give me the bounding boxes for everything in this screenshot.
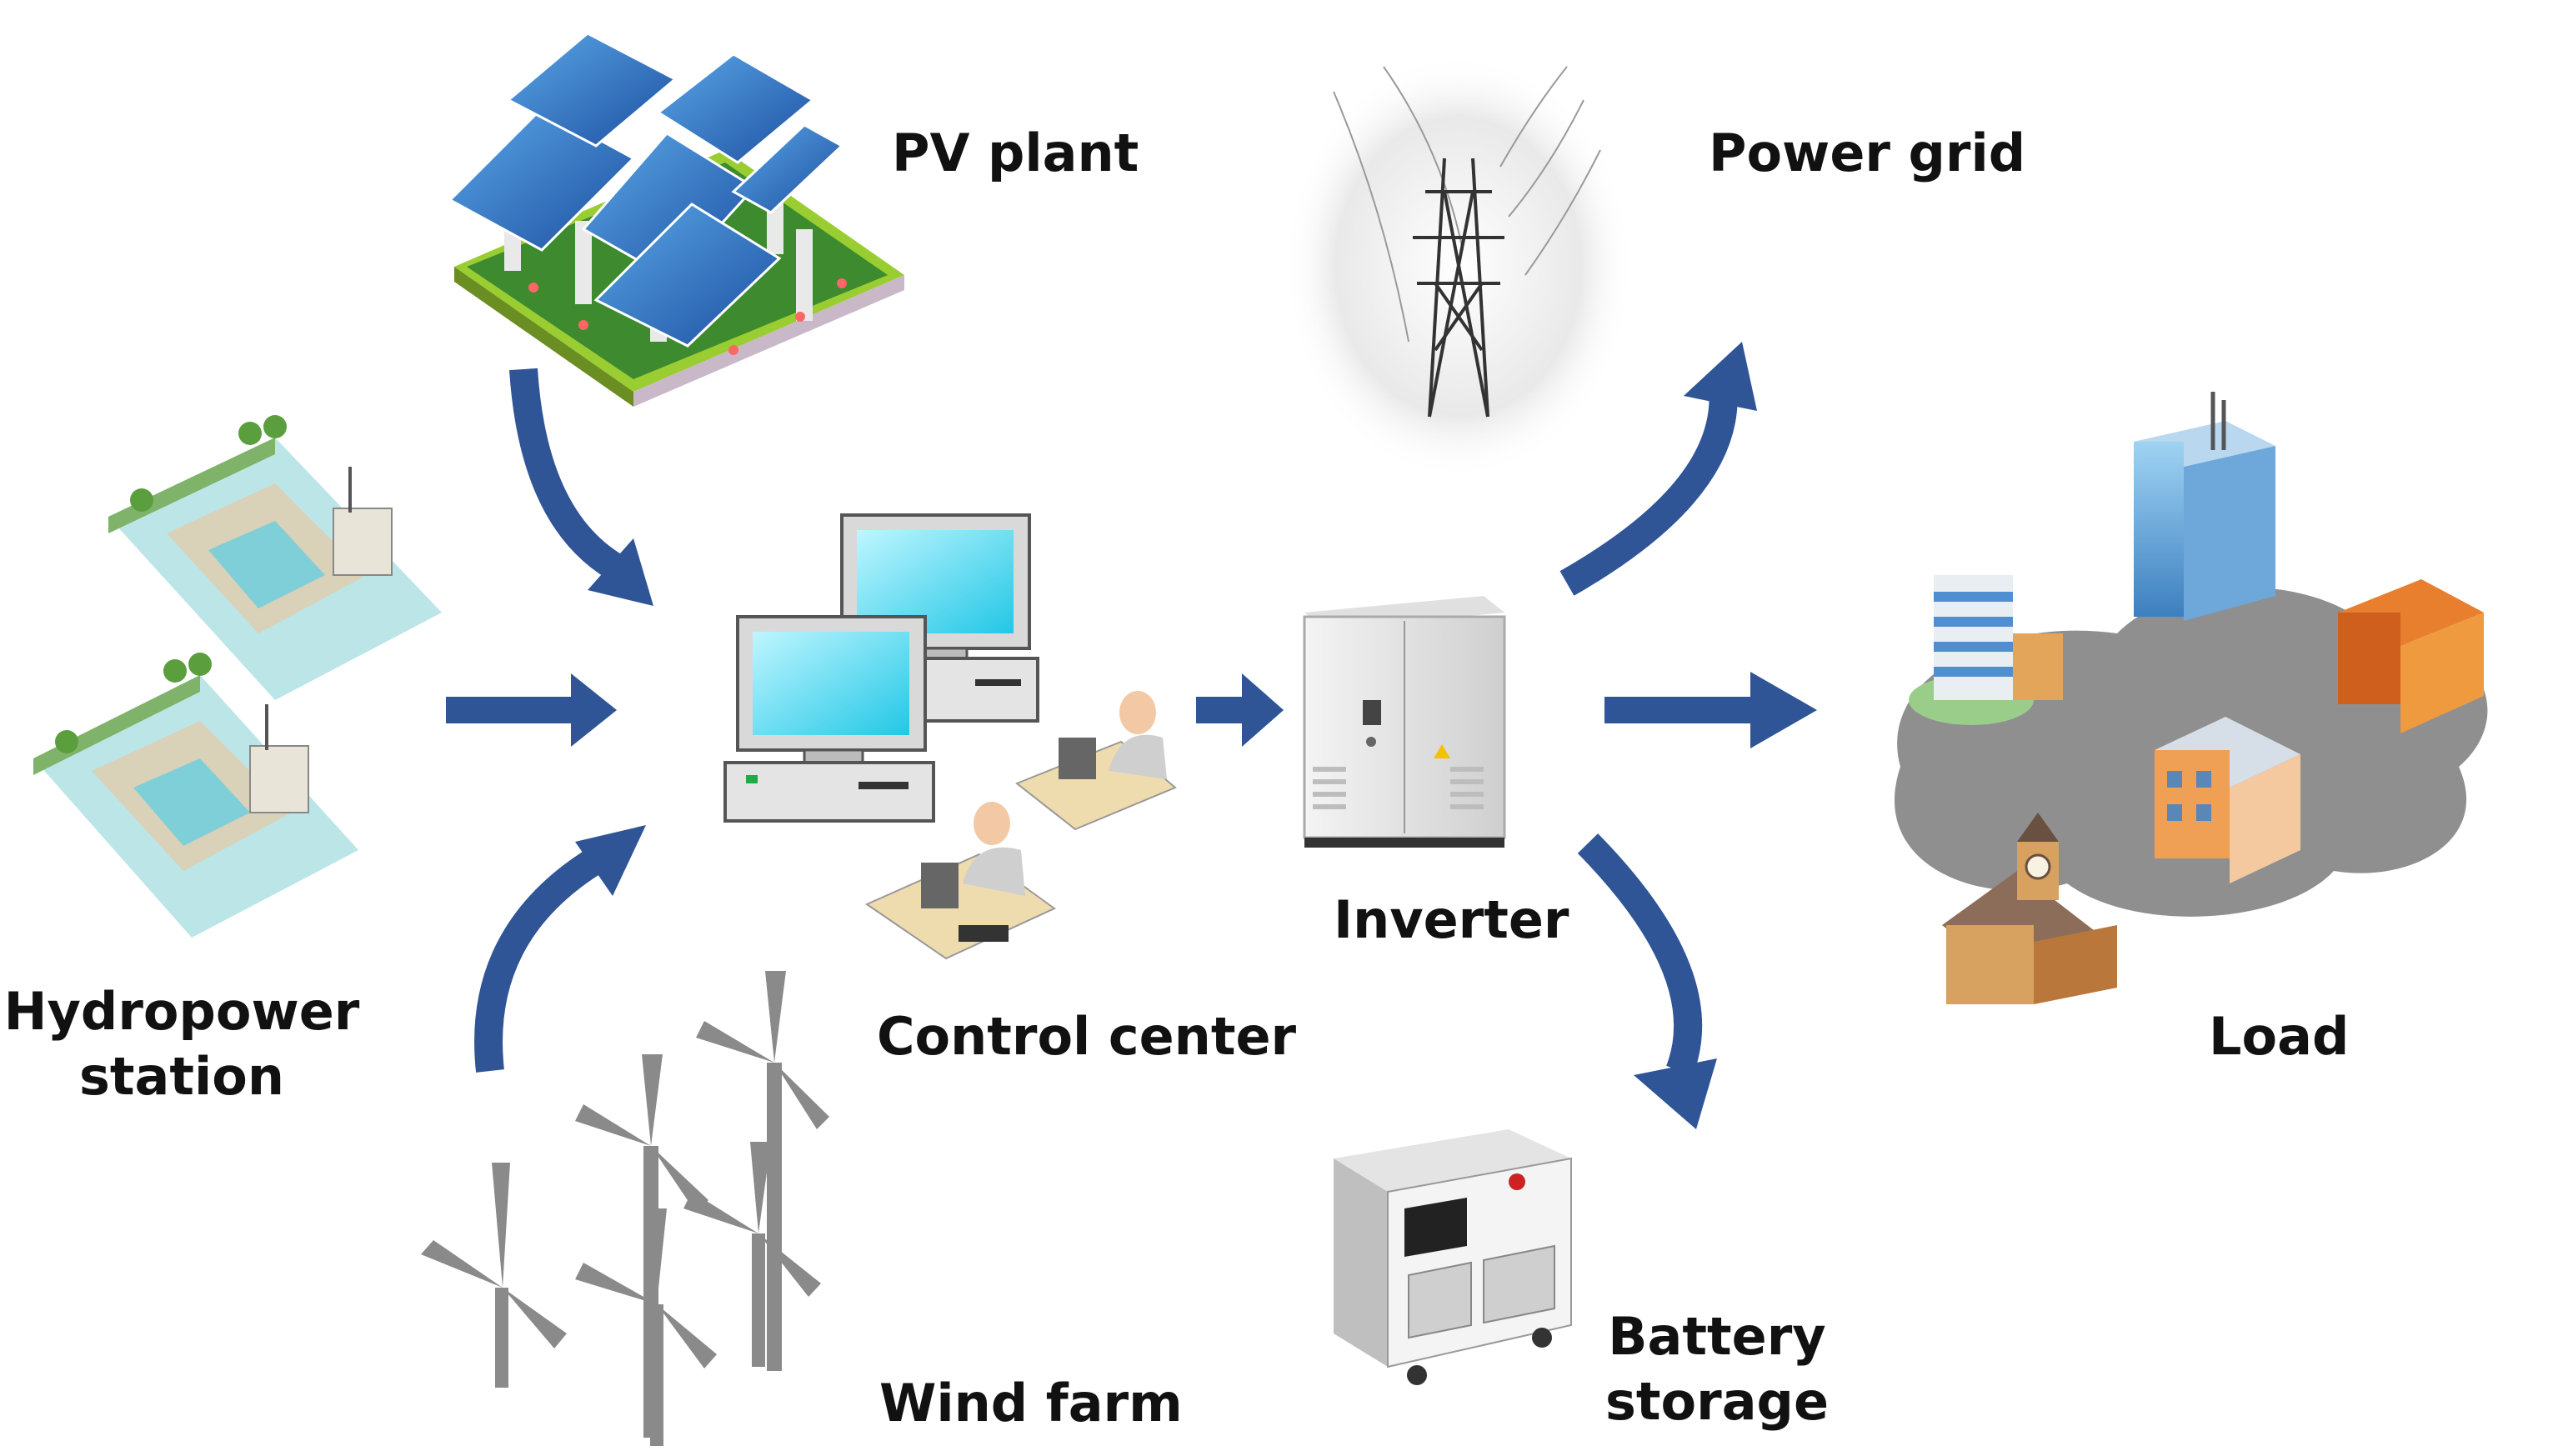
arrow-inverter-to-load — [1604, 672, 1817, 748]
hydropower-dam-icon — [33, 415, 442, 938]
transmission-tower-icon — [1284, 54, 1634, 479]
control-center-computers-icon — [723, 513, 1177, 960]
arrow-hydro-to-control — [446, 673, 617, 747]
battery-label-line1: Battery — [1608, 1306, 1826, 1367]
hydropower-label-line1: Hydropower — [3, 981, 360, 1042]
arrow-inverter-to-battery — [1577, 833, 1717, 1129]
solar-panel-array-icon — [448, 32, 904, 407]
power-grid-label: Power grid — [1709, 123, 2026, 183]
arrows — [446, 342, 1817, 1129]
wind-turbines-icon — [421, 971, 829, 1446]
arrow-inverter-to-grid — [1559, 342, 1757, 596]
control-center-label: Control center — [877, 1006, 1297, 1067]
pv-plant-label: PV plant — [892, 123, 1139, 183]
arrow-pv-to-control — [509, 368, 653, 606]
arrow-wind-to-control — [474, 825, 646, 1073]
arrow-control-to-inverter — [1196, 673, 1284, 747]
battery-storage-unit-icon — [1334, 1129, 1572, 1385]
battery-storage-label: Battery storage — [1605, 1304, 1829, 1433]
load-label: Load — [2209, 1006, 2350, 1067]
hydropower-label-line2: station — [78, 1045, 285, 1107]
city-buildings-icon — [1894, 392, 2488, 1004]
inverter-label: Inverter — [1334, 889, 1569, 950]
wind-farm-label: Wind farm — [879, 1373, 1183, 1433]
inverter-cabinet-icon — [1303, 596, 1506, 848]
battery-label-line2: storage — [1605, 1370, 1829, 1432]
hydropower-station-label: Hydropower station — [4, 979, 360, 1108]
